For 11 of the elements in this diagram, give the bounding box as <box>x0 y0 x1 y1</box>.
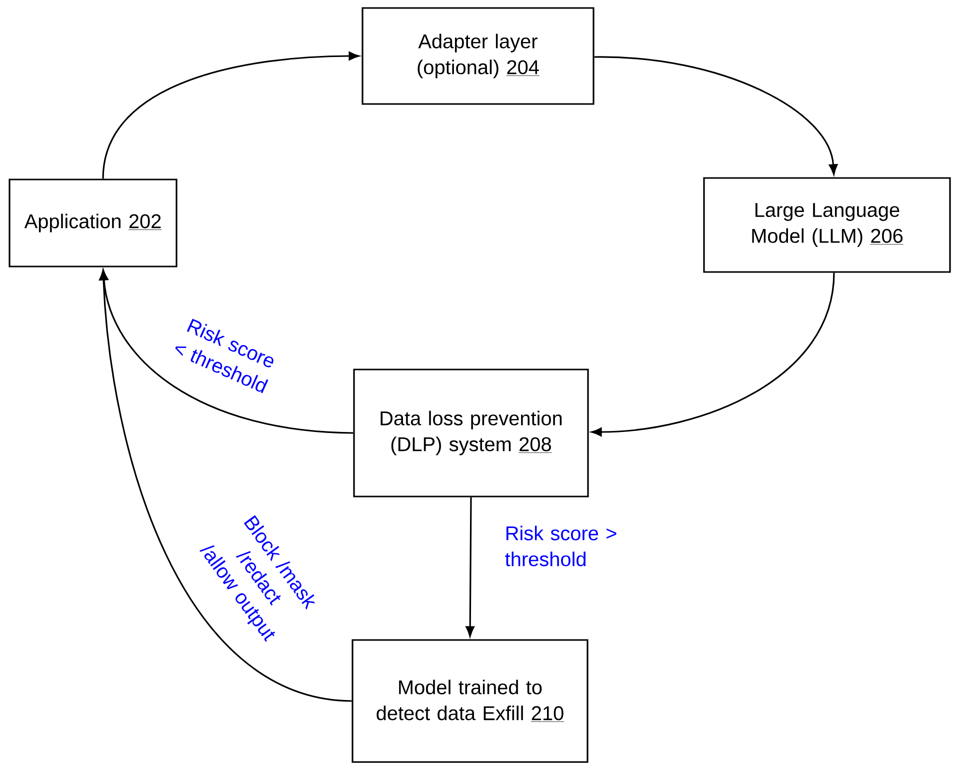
arrow <box>99 270 352 702</box>
process-box: Large Language Model (LLM) 206 <box>703 177 951 273</box>
arrow <box>594 56 838 175</box>
process-box: Data loss prevention (DLP) system 208 <box>353 368 589 498</box>
arrow <box>102 52 360 179</box>
process-box: Adapter layer (optional) 204 <box>362 7 594 105</box>
arrow <box>466 497 474 637</box>
process-box: Application 202 <box>8 178 178 268</box>
arrow <box>591 272 835 436</box>
process-box: Model trained to detect data Exfill 210 <box>352 639 588 763</box>
edge-label: Risk score > threshold <box>505 526 616 566</box>
